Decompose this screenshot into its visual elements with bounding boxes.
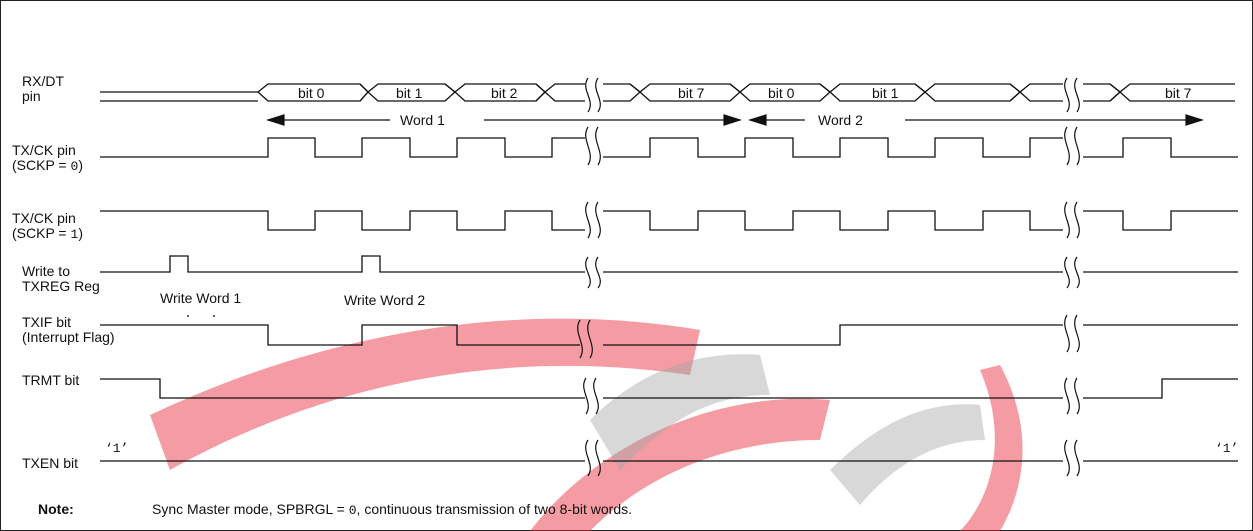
word-arrows bbox=[265, 114, 1205, 126]
txck0-label: TX/CK pin (SCKP = 0) bbox=[12, 142, 83, 174]
txck1-waveform bbox=[100, 210, 1238, 231]
txreg-label: Write to TXREG Reg bbox=[22, 263, 100, 294]
rxdt-bit-label: bit 7 bbox=[678, 85, 705, 101]
break-markers bbox=[577, 77, 1080, 477]
write-word2-label: Write Word 2 bbox=[344, 292, 426, 308]
txif-waveform bbox=[100, 324, 1238, 346]
txen-value-right: ‘1’ bbox=[1215, 441, 1238, 456]
rxdt-label: RX/DT pin bbox=[22, 73, 64, 104]
txen-label: TXEN bit bbox=[22, 455, 79, 471]
write-word1-label: Write Word 1 bbox=[160, 290, 242, 306]
rxdt-bit-label: bit 2 bbox=[491, 85, 518, 101]
txreg-waveform bbox=[100, 255, 1238, 273]
rxdt-bit-label: bit 1 bbox=[872, 85, 899, 101]
trmt-label: TRMT bit bbox=[22, 372, 80, 388]
word1-label: Word 1 bbox=[400, 112, 445, 128]
txck1-label: TX/CK pin (SCKP = 1) bbox=[12, 210, 83, 242]
rxdt-waveform bbox=[100, 83, 1235, 102]
note-label: Note: bbox=[38, 501, 74, 517]
txen-value-left: ‘1’ bbox=[105, 441, 128, 456]
rxdt-bit-label: bit 1 bbox=[396, 85, 423, 101]
txck0-waveform bbox=[100, 137, 1238, 158]
rxdt-bit-label: bit 7 bbox=[1165, 85, 1192, 101]
rxdt-bit-label: bit 0 bbox=[768, 85, 795, 101]
note-text: Sync Master mode, SPBRGL = 0, continuous… bbox=[152, 501, 633, 518]
word2-label: Word 2 bbox=[818, 112, 863, 128]
txif-label: TXIF bit (Interrupt Flag) bbox=[22, 314, 115, 345]
rxdt-bit-label: bit 0 bbox=[298, 85, 325, 101]
trmt-waveform bbox=[100, 378, 1238, 399]
